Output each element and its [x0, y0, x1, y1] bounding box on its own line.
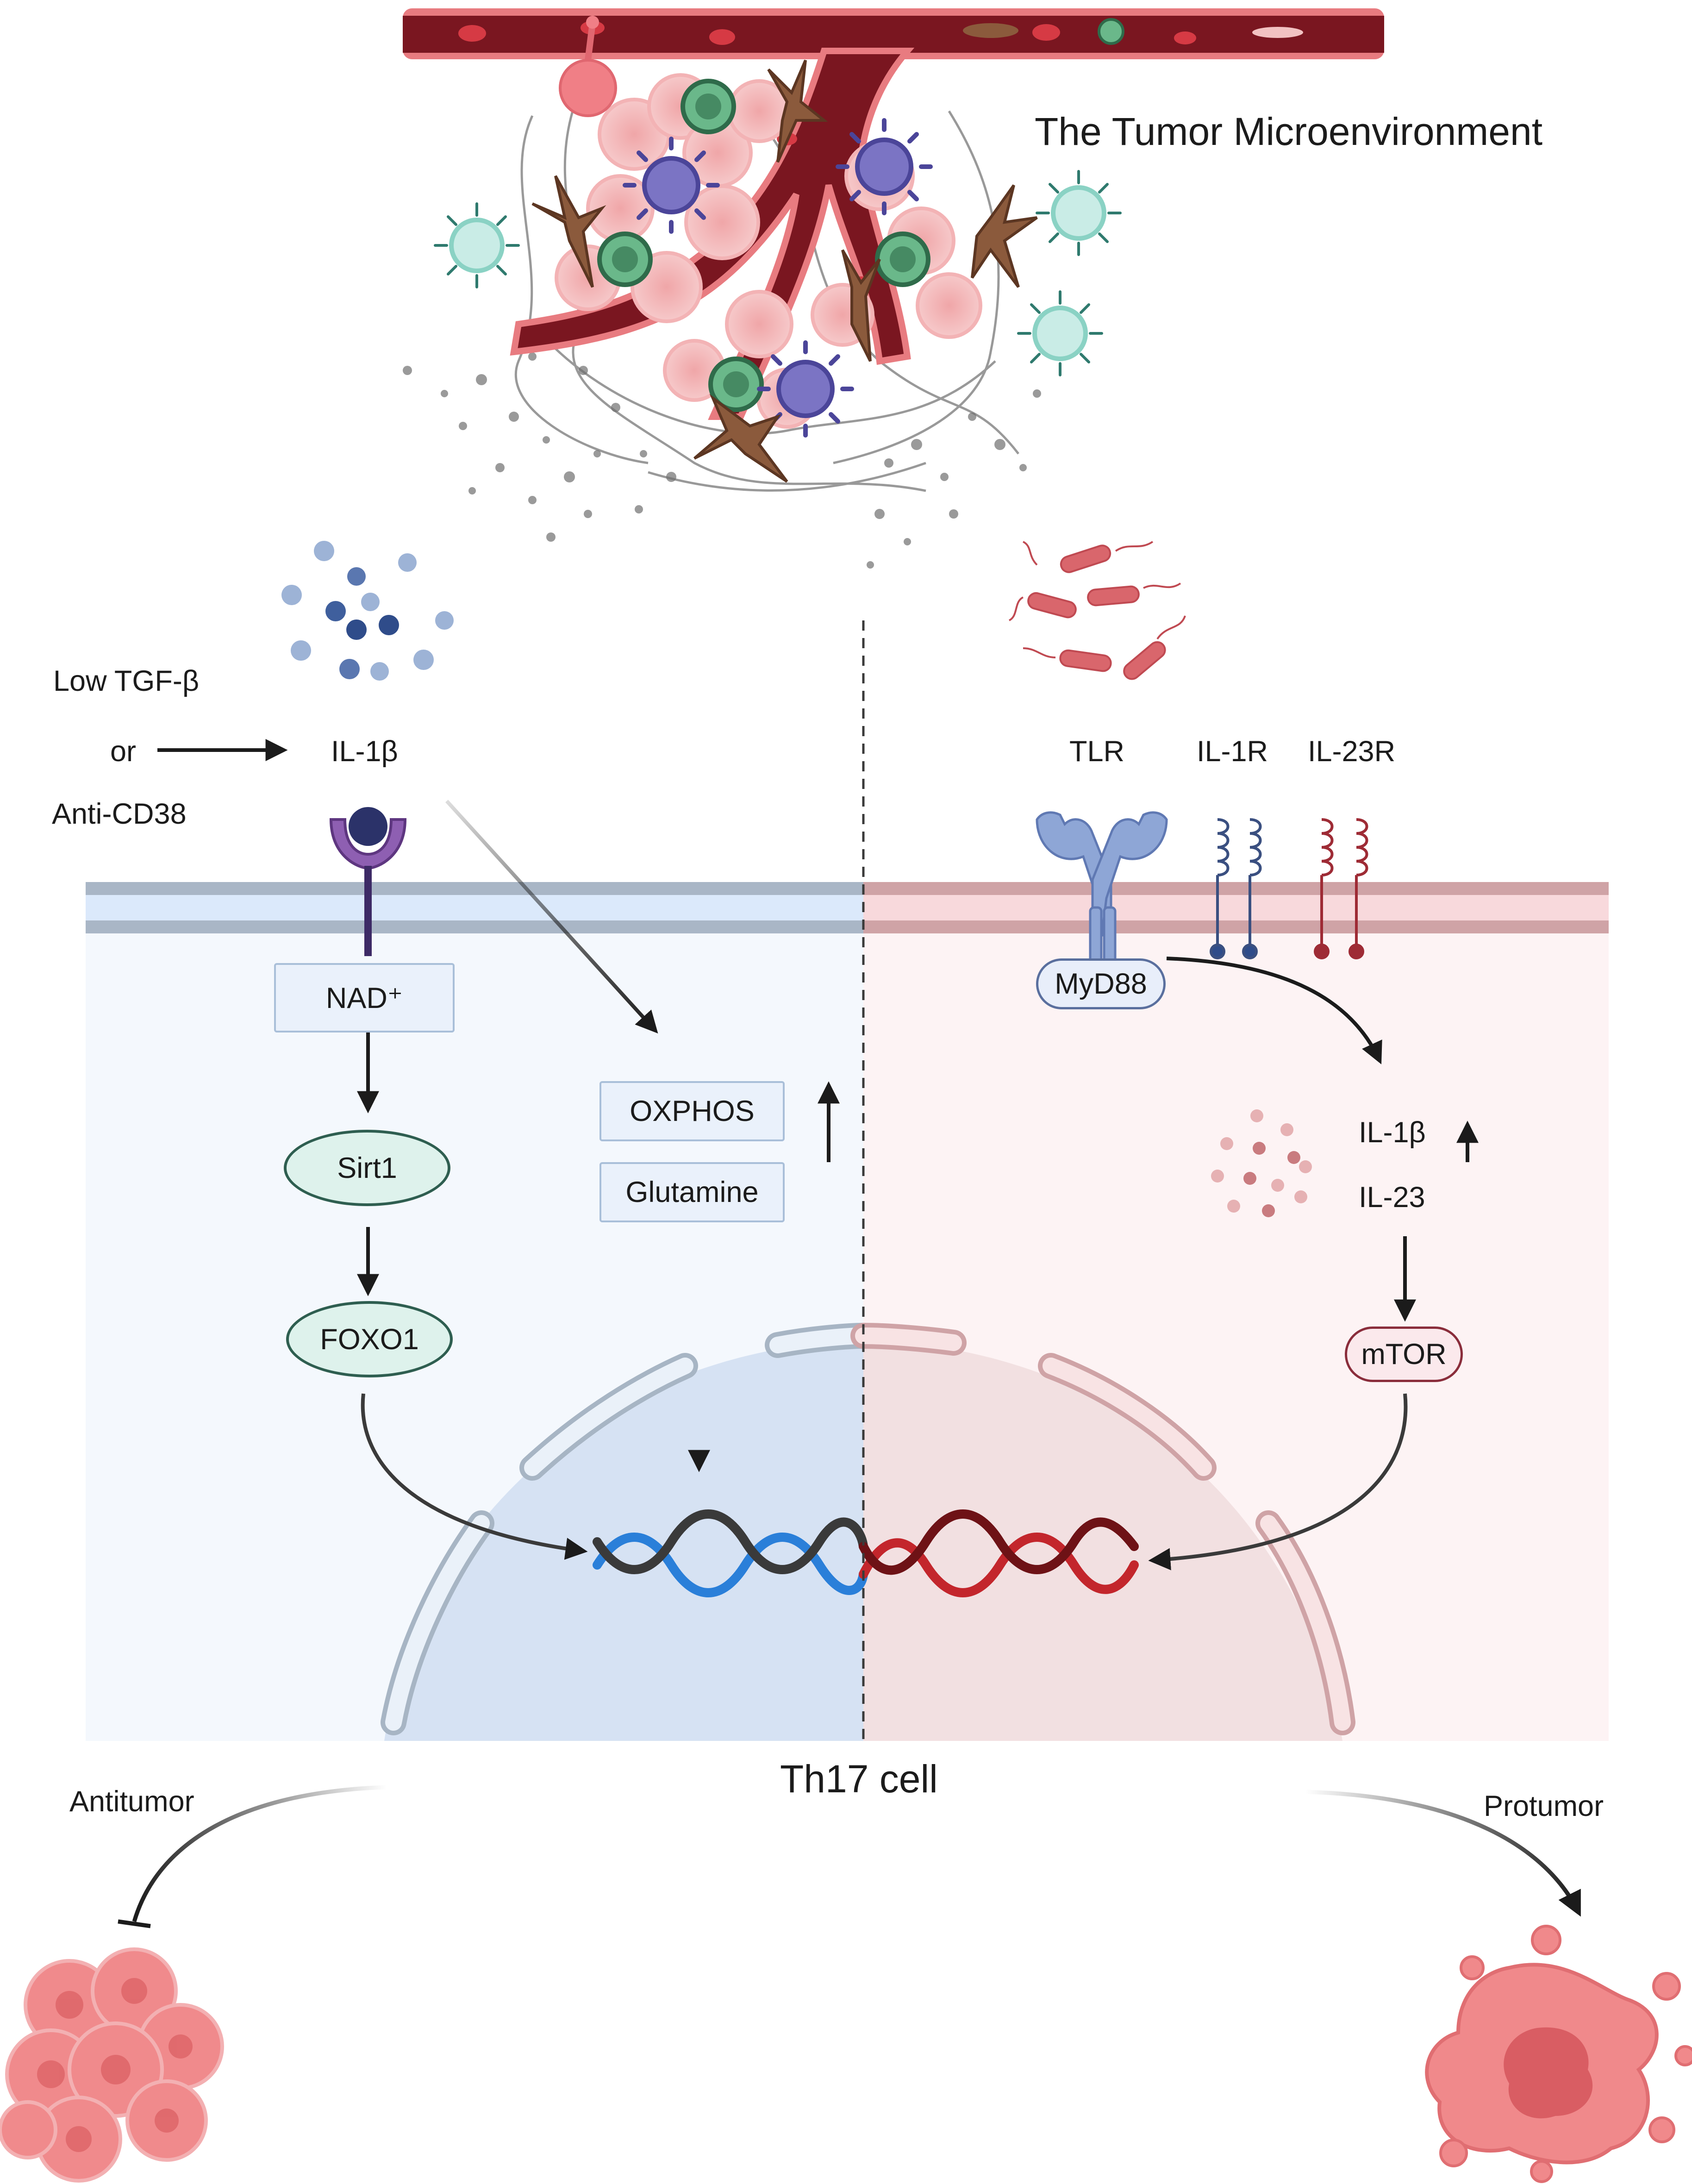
node-sirt1: Sirt1: [284, 1130, 450, 1206]
node-myd88: MyD88: [1036, 958, 1166, 1009]
arrow-myd88-to-cytokines: [1166, 957, 1382, 1064]
bacteria-icons: [1027, 544, 1166, 680]
blood-vessel: [403, 8, 1384, 420]
node-oxphos: OXPHOS: [599, 1081, 785, 1141]
label-low-tgf-beta: Low TGF-β: [53, 665, 200, 697]
arrow-antitumor: [132, 1785, 387, 1922]
node-mtor: mTOR: [1345, 1327, 1463, 1382]
t-cells-teal: [434, 170, 1122, 376]
diagram-title: The Tumor Microenvironment: [1035, 110, 1543, 153]
nuclear-envelope: [381, 1323, 1355, 1735]
label-protumor: Protumor: [1484, 1790, 1604, 1822]
label-il1r: IL-1R: [1197, 735, 1268, 768]
arrow-protumor: [1305, 1790, 1581, 1917]
il1r-receptor-icon: [1210, 818, 1262, 959]
antitumor-cluster-icon: [0, 1947, 224, 2183]
arrow-mtor-to-dna: [1148, 1393, 1408, 1571]
label-anti-cd38: Anti-CD38: [52, 798, 187, 830]
left-membrane: [86, 882, 863, 933]
pink-secretory-cell: [559, 16, 617, 117]
cytokine-dots-right: [1211, 1109, 1312, 1217]
right-nucleus: [863, 1340, 1342, 1741]
tumor-microenvironment-illustration: [403, 8, 1384, 569]
dna-helix: [593, 1509, 1139, 1597]
right-membrane: [863, 882, 1609, 933]
fibroblasts: [531, 59, 1038, 483]
inhibition-bar: [118, 1919, 151, 1928]
il1b-cytokine-dots-left: [281, 541, 454, 681]
macrophages: [642, 138, 913, 418]
node-foxo1: FOXO1: [286, 1301, 453, 1377]
arrow-foxo1-to-dna: [361, 1393, 588, 1560]
label-th17-cell: Th17 cell: [780, 1757, 938, 1801]
tlr-receptor-icon: [1036, 811, 1168, 969]
label-or: or: [110, 735, 137, 768]
bacteria-flagella: [1008, 541, 1186, 658]
node-nad: NAD⁺: [274, 963, 455, 1033]
label-il23r: IL-23R: [1308, 735, 1396, 768]
il1b-receptor-icon: [329, 807, 407, 956]
label-antitumor: Antitumor: [69, 1785, 194, 1818]
th17-cell-body: [86, 620, 1609, 1741]
label-il1b-right: IL-1β: [1359, 1116, 1426, 1149]
label-il1b-left: IL-1β: [331, 735, 398, 768]
particle-dots: [403, 352, 1041, 569]
il23r-receptor-icon: [1314, 818, 1368, 959]
protumor-tumor-icon: [1425, 1925, 1692, 2183]
lymphocytes: [597, 79, 930, 412]
arrows-right: [1148, 957, 1479, 1571]
label-il23: IL-23: [1359, 1181, 1425, 1214]
arrow-il1b-to-metabolism: [445, 800, 658, 1034]
node-glutamine: Glutamine: [599, 1162, 785, 1222]
arrows-left: [157, 739, 840, 1296]
label-tlr: TLR: [1069, 735, 1125, 768]
